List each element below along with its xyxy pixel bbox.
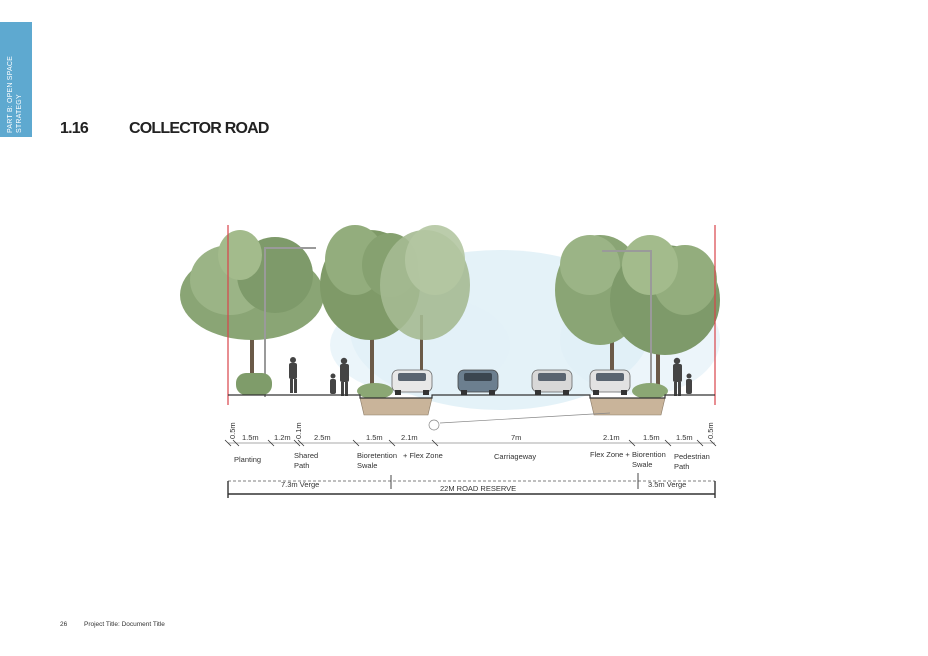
document-title: Project Title: Document Title [84,621,165,628]
dim-label: 1.2m [274,433,291,442]
people-right [673,357,692,396]
road-cross-section-diagram: 0.5m 1.5m 1.2m 0.1m 2.5m 1.5m 2.1m 7m 2.… [170,205,740,510]
dim-label: 1.5m [242,433,259,442]
dim-label: 2.5m [314,433,331,442]
dimension-ticks [224,439,717,447]
zone-pedestrian-1: Pedestrian [674,452,710,461]
road-section-illustration: 0.5m 1.5m 1.2m 0.1m 2.5m 1.5m 2.1m 7m 2.… [180,225,720,498]
car-4 [589,369,631,395]
car-3 [531,369,573,395]
car-1 [391,369,433,395]
road-reserve-label: 22M ROAD RESERVE [440,484,516,493]
dim-label: 1.5m [366,433,383,442]
tree-left-1 [180,230,324,385]
car-2 [457,369,499,395]
people-left [289,357,349,396]
drainage-pipe [428,419,440,431]
zone-pedestrian-2: Path [674,462,689,471]
zone-shared-path-2: Path [294,461,309,470]
dim-label: 1.5m [676,433,693,442]
bioretention-planter-left [357,383,433,416]
section-number: 1.16 [60,120,89,137]
dim-label: 1.5m [643,433,660,442]
dim-label: 0.1m [294,422,303,439]
section-tab-label: PART B: OPEN SPACE STRATEGY [6,56,24,133]
street-light-right [602,250,652,390]
dim-label: 7m [511,433,521,442]
dim-label: 0.5m [228,422,237,439]
dim-label: 0.5m [706,422,715,439]
zone-flex-right: Flex Zone + [590,450,630,459]
zone-bioretention-left-1: Bioretention [357,451,397,460]
section-tab-line1: PART B: OPEN SPACE [7,56,14,133]
dim-label: 2.1m [603,433,620,442]
zone-flex-left: + Flex Zone [403,451,443,460]
right-verge-label: 3.5m Verge [648,480,686,489]
page-number: 26 [60,621,68,628]
zone-planting: Planting [234,455,261,464]
drainage-link [439,412,611,424]
ground-line [228,394,715,399]
zone-shared-path-1: Shared [294,451,318,460]
page-title: COLLECTOR ROAD [129,120,269,137]
section-tab: PART B: OPEN SPACE STRATEGY [0,22,32,137]
zone-bioretention-right-1: Biorention [632,450,666,459]
zone-carriageway: Carriageway [494,452,536,461]
dim-label: 2.1m [401,433,418,442]
tree-left-3 [380,225,470,380]
section-tab-line2: STRATEGY [16,94,23,133]
shrub [236,373,272,395]
left-verge-label: 7.3m Verge [281,480,319,489]
zone-bioretention-left-2: Swale [357,461,377,470]
street-light-left [264,247,316,397]
zone-bioretention-right-2: Swale [632,460,652,469]
